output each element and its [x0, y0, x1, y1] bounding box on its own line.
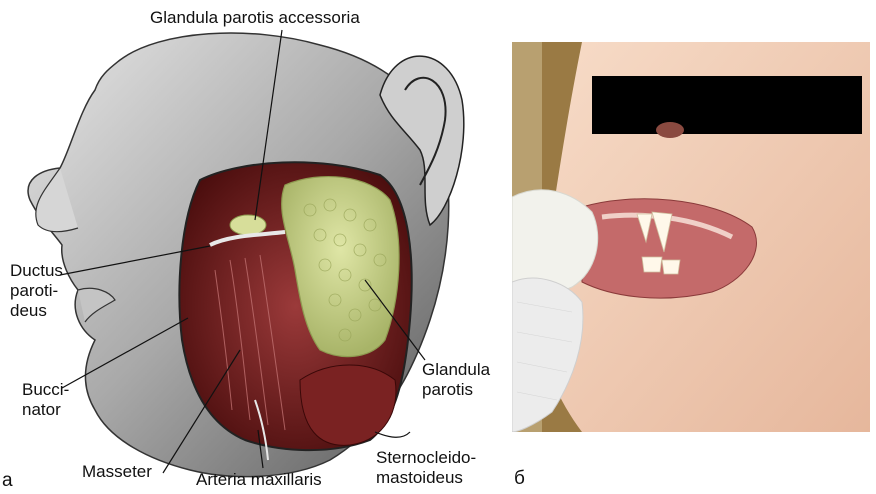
label-masseter: Masseter	[82, 462, 152, 482]
panel-a-letter: а	[2, 470, 13, 492]
label-glandula-line1: Glandula	[422, 360, 490, 380]
label-ductus-line2: paroti-	[10, 281, 58, 301]
anatomy-illustration	[0, 0, 520, 494]
accessory-parotid-gland	[230, 215, 266, 235]
label-buccinator-line2: nator	[22, 400, 61, 420]
label-sterno-line2: mastoideus	[376, 468, 463, 488]
label-glandula-line2: parotis	[422, 380, 473, 400]
clinical-photo	[512, 42, 870, 432]
nostril	[656, 122, 684, 138]
label-ductus-line3: deus	[10, 301, 47, 321]
panel-b-letter: б	[514, 468, 525, 490]
label-sterno-line1: Sternocleido-	[376, 448, 476, 468]
label-glandula-parotis-accessoria: Glandula parotis accessoria	[150, 8, 360, 28]
sternocleidomastoid-muscle	[300, 365, 396, 445]
label-arteria-maxillaris: Arteria maxillaris	[196, 470, 322, 490]
label-buccinator-line1: Bucci-	[22, 380, 69, 400]
censor-bar	[592, 76, 862, 134]
label-ductus-line1: Ductus	[10, 261, 63, 281]
